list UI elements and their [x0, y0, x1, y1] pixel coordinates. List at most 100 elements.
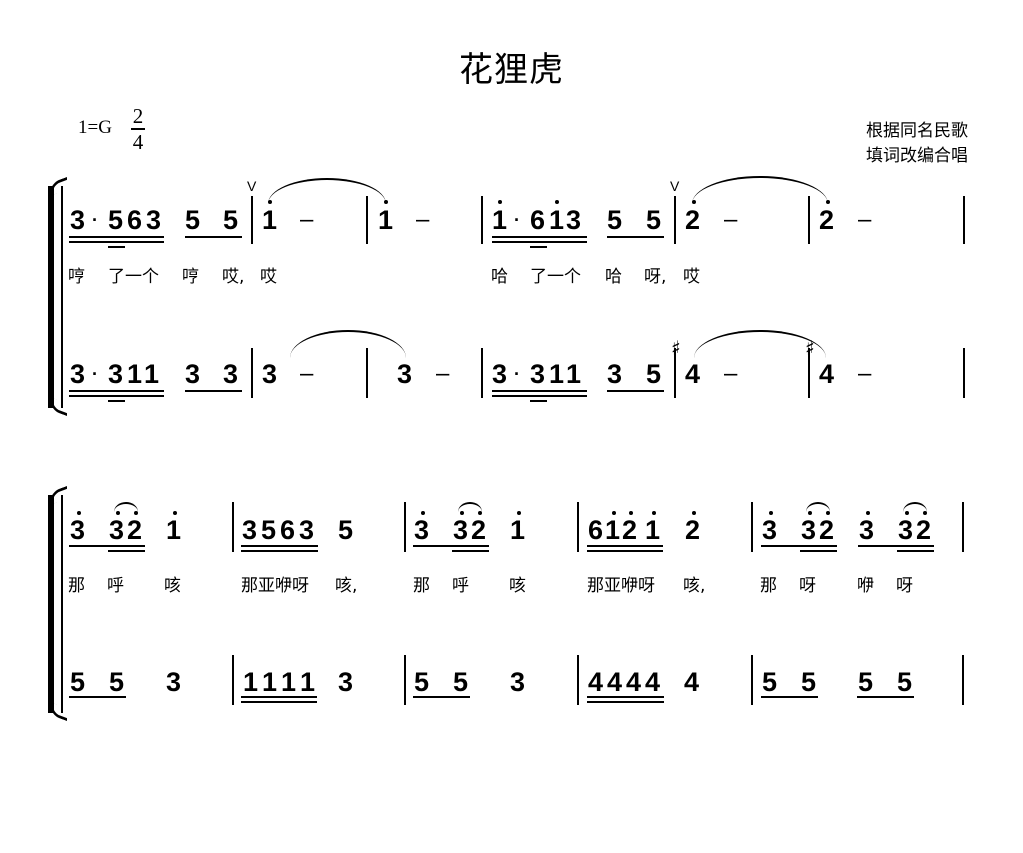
- barline: [808, 196, 810, 244]
- lyric: 咿: [857, 576, 874, 596]
- lyric: 咳: [509, 576, 526, 596]
- sustain-dash: –: [416, 206, 430, 233]
- lyric: 呼: [452, 576, 469, 596]
- credit-block: 根据同名民歌 填词改编合唱: [866, 119, 968, 169]
- note: 5: [453, 667, 469, 697]
- lyric: 了一个: [530, 267, 581, 287]
- note: 1: [492, 205, 508, 235]
- note: 3: [492, 359, 508, 389]
- high-octave-dot: [905, 511, 909, 515]
- time-divider: [131, 128, 145, 130]
- note: 3: [242, 515, 258, 545]
- underline-sixteenth: [897, 550, 934, 552]
- note: 3: [146, 205, 162, 235]
- barline: [481, 196, 483, 244]
- high-octave-dot: [384, 200, 388, 204]
- song-title: 花狸虎: [459, 50, 564, 90]
- note: 3: [566, 205, 582, 235]
- underline-eighth: [413, 696, 470, 698]
- note: 6: [127, 205, 143, 235]
- note: 1: [605, 515, 621, 545]
- underline-32nd: [108, 246, 125, 248]
- note: 3: [299, 515, 315, 545]
- barline: [577, 502, 579, 552]
- barline: [751, 655, 753, 705]
- underline-eighth: [185, 236, 242, 238]
- high-octave-dot: [652, 511, 656, 515]
- note: 6: [530, 205, 546, 235]
- note: 5: [762, 667, 778, 697]
- high-octave-dot: [517, 511, 521, 515]
- underline-eighth: [607, 236, 664, 238]
- barline: [674, 196, 676, 244]
- underline-eighth: [69, 236, 164, 238]
- note: 3: [859, 515, 875, 545]
- note: 3: [70, 359, 86, 389]
- lyric: 哼: [68, 267, 85, 287]
- note: 3: [70, 515, 86, 545]
- note: 3: [530, 359, 546, 389]
- sustain-dash: –: [724, 360, 738, 387]
- underline-sixteenth: [241, 701, 317, 703]
- underline-sixteenth: [241, 550, 318, 552]
- note: 5: [338, 515, 354, 545]
- dot-augment: ·: [92, 210, 98, 230]
- note: 5: [607, 205, 623, 235]
- barline: [404, 502, 406, 552]
- note: 5: [223, 205, 239, 235]
- note: 5: [858, 667, 874, 697]
- note: 3: [109, 515, 125, 545]
- note: 5: [801, 667, 817, 697]
- note: 4: [819, 359, 835, 389]
- lyric: 哎: [260, 267, 277, 287]
- underline-eighth: [587, 545, 663, 547]
- note: 5: [414, 667, 430, 697]
- lyric: 哎: [683, 267, 700, 287]
- note: 3: [262, 359, 278, 389]
- underline-eighth: [761, 696, 818, 698]
- high-octave-dot: [421, 511, 425, 515]
- high-octave-dot: [555, 200, 559, 204]
- note: 4: [588, 667, 604, 697]
- note: 2: [685, 205, 701, 235]
- barline: [808, 348, 810, 398]
- underline-sixteenth: [108, 550, 145, 552]
- note: 3: [607, 359, 623, 389]
- breath-mark: V: [247, 178, 257, 194]
- bracket-bottom-hook: [50, 701, 67, 722]
- barline: [251, 196, 253, 244]
- note: 1: [510, 515, 526, 545]
- high-octave-dot: [826, 200, 830, 204]
- tie-arc: [268, 178, 386, 204]
- barline: [751, 502, 753, 552]
- note: 3: [898, 515, 914, 545]
- lyric: 那亚咿呀: [587, 576, 655, 596]
- dot-augment: ·: [92, 364, 98, 384]
- underline-eighth: [69, 696, 126, 698]
- barline: [232, 655, 234, 705]
- bracket-top-hook: [50, 176, 67, 197]
- barline: [232, 502, 234, 552]
- note: 1: [166, 515, 182, 545]
- sustain-dash: –: [858, 360, 872, 387]
- note: 2: [622, 515, 638, 545]
- barline: [404, 655, 406, 705]
- underline-eighth: [492, 390, 587, 392]
- high-octave-dot: [134, 511, 138, 515]
- underline-sixteenth: [69, 395, 164, 397]
- note: 2: [685, 515, 701, 545]
- system-bracket-thick: [48, 495, 54, 713]
- time-numerator: 2: [132, 104, 144, 128]
- time-denominator: 4: [132, 129, 144, 154]
- underline-eighth: [607, 390, 664, 392]
- note: 5: [646, 205, 662, 235]
- underline-eighth: [858, 545, 934, 547]
- sharp-accidental: ♯: [671, 336, 681, 360]
- dot-augment: ·: [514, 210, 520, 230]
- high-octave-dot: [173, 511, 177, 515]
- lyric: 那: [68, 576, 85, 596]
- credit-line-2: 填词改编合唱: [866, 146, 968, 166]
- note: 2: [127, 515, 143, 545]
- high-octave-dot: [826, 511, 830, 515]
- note: 4: [685, 359, 701, 389]
